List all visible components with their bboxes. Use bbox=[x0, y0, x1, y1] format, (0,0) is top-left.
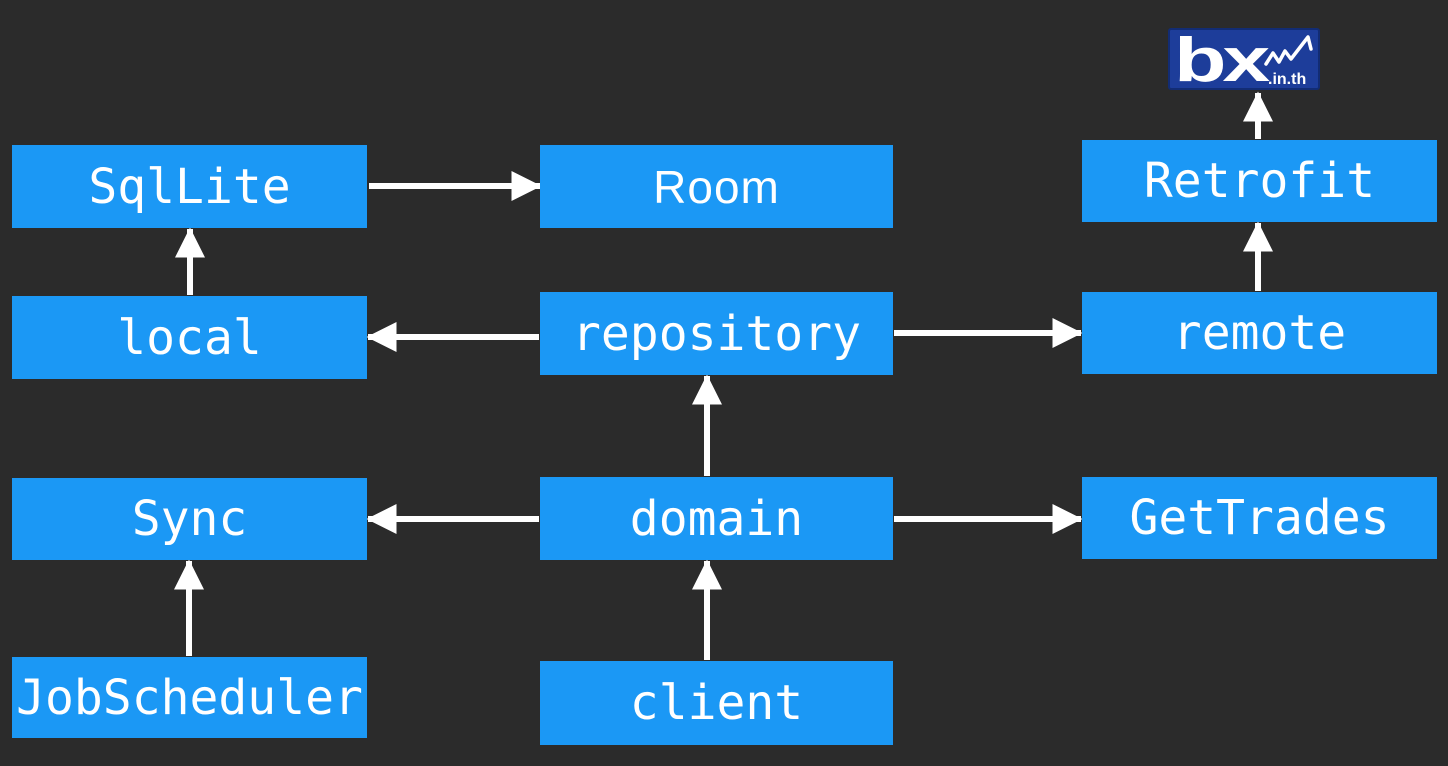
node-label-domain: domain bbox=[629, 490, 804, 547]
node-local: local bbox=[12, 296, 367, 379]
node-remote: remote bbox=[1082, 292, 1437, 374]
node-gettrades: GetTrades bbox=[1082, 477, 1437, 559]
node-label-client: client bbox=[629, 675, 804, 731]
node-repository: repository bbox=[540, 292, 893, 375]
node-label-retrofit: Retrofit bbox=[1143, 153, 1376, 209]
bx-logo-background bbox=[1168, 28, 1320, 90]
node-label-remote: remote bbox=[1172, 305, 1347, 361]
node-label-jobscheduler: JobScheduler bbox=[16, 669, 363, 726]
bx-logo-domain-text: .in.th bbox=[1268, 71, 1306, 88]
node-label-repository: repository bbox=[572, 305, 861, 362]
bx-in-th-logo: bx .in.th bbox=[1168, 28, 1320, 90]
node-sqllite: SqlLite bbox=[12, 145, 367, 228]
node-sync: Sync bbox=[12, 478, 367, 560]
node-label-room: Room bbox=[653, 160, 780, 213]
node-label-sync: Sync bbox=[131, 491, 248, 547]
node-room: Room bbox=[540, 145, 893, 228]
node-domain: domain bbox=[540, 477, 893, 560]
node-label-sqllite: SqlLite bbox=[88, 158, 291, 215]
node-label-gettrades: GetTrades bbox=[1129, 490, 1390, 546]
node-jobscheduler: JobScheduler bbox=[12, 657, 367, 738]
node-client: client bbox=[540, 661, 893, 745]
node-label-local: local bbox=[117, 309, 262, 366]
bx-logo-chart-line-icon bbox=[1264, 35, 1313, 66]
bx-logo-text: bx bbox=[1174, 28, 1271, 90]
node-retrofit: Retrofit bbox=[1082, 140, 1437, 222]
